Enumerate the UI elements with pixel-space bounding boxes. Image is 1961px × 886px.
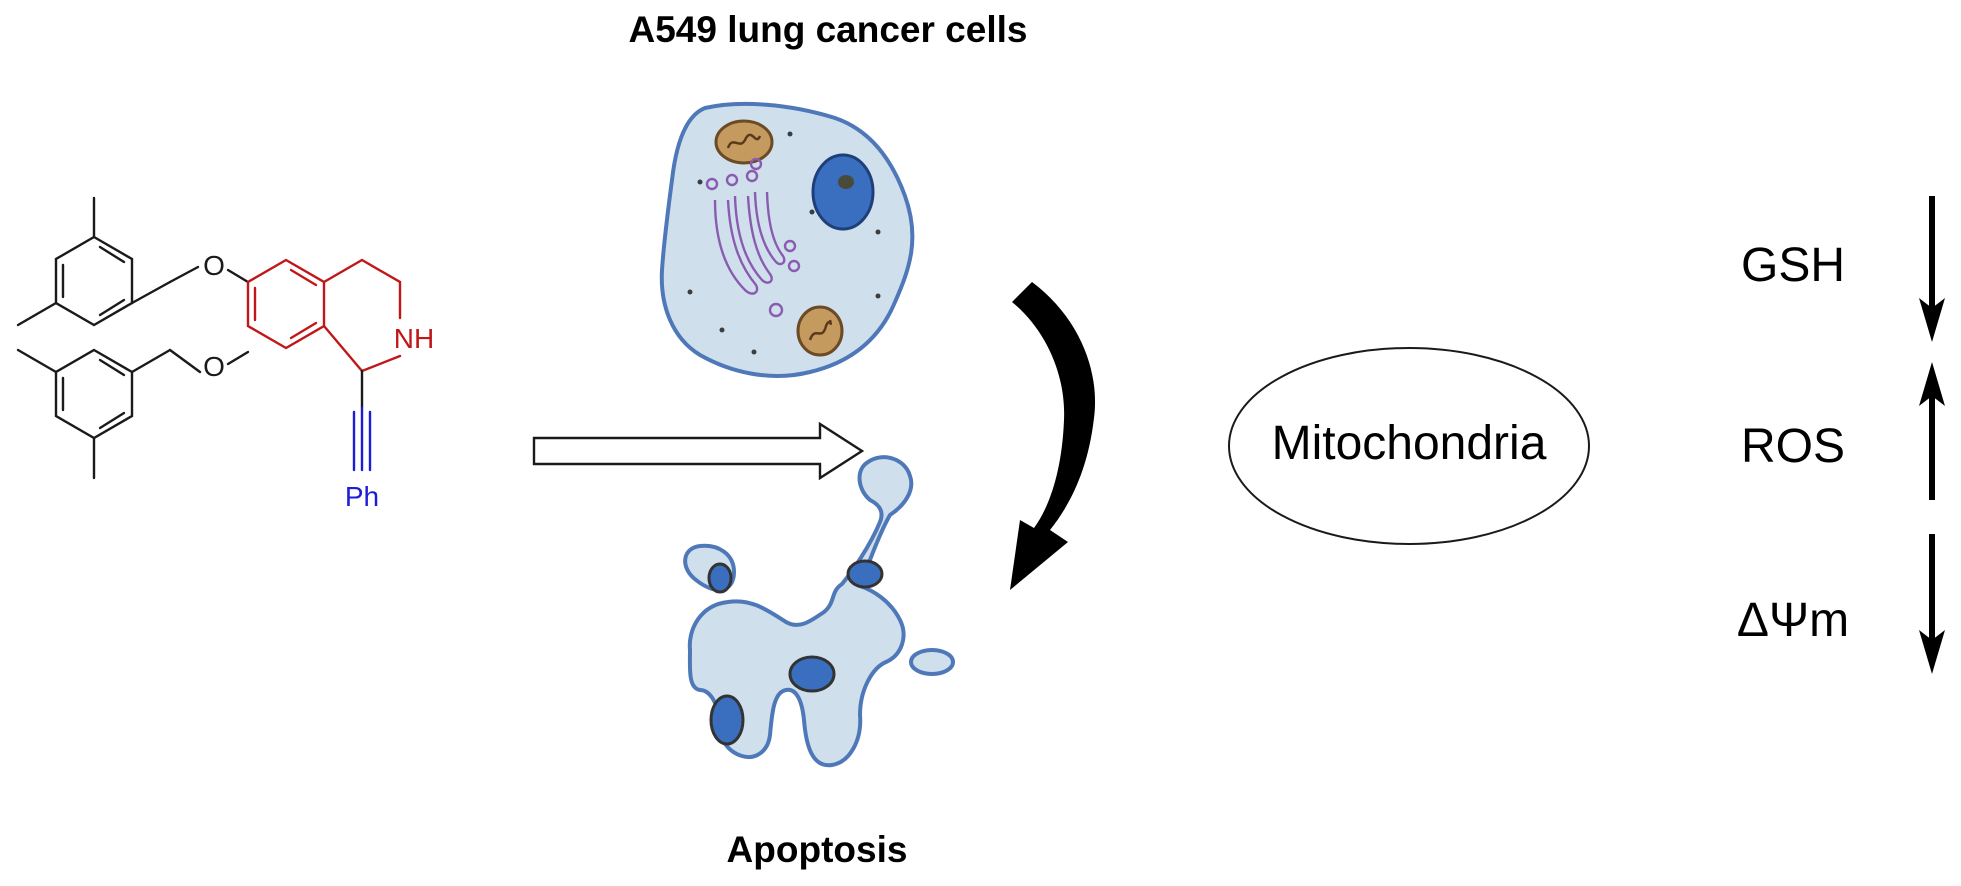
- molecule-structure: O O NH Ph: [16, 196, 434, 512]
- cancer-cell-illustration: [659, 101, 915, 378]
- alkyne-bond: [352, 369, 372, 472]
- nh-atom: NH: [394, 323, 434, 354]
- golgi-apparatus: [705, 157, 801, 318]
- apoptotic-body-main: [687, 455, 914, 768]
- mitochondrion-top: [714, 119, 774, 165]
- lower-dimethylbenzyl-group: [16, 348, 202, 480]
- tetrahydroisoquinoline-core: [246, 258, 402, 373]
- phenyl-label: Ph: [345, 481, 379, 512]
- mitochondria-ellipse: [1228, 347, 1590, 545]
- marker-gsh: GSH: [1741, 196, 1945, 342]
- nucleolus: [838, 175, 854, 189]
- apoptotic-body-small: [909, 648, 955, 676]
- apoptotic-bodies-illustration: [683, 455, 955, 768]
- cytoplasm-granules: [687, 131, 881, 355]
- apoptosis-label: Apoptosis: [727, 829, 908, 870]
- gsh-down-arrow: [1919, 196, 1945, 342]
- curved-arrow: [1010, 282, 1096, 590]
- fragmented-nucleus-2: [788, 655, 836, 693]
- marker-ros: ROS: [1741, 362, 1945, 500]
- treatment-arrow: [532, 421, 865, 481]
- ros-up-arrow: [1919, 362, 1945, 500]
- oxygen-atom-lower: O: [203, 351, 225, 382]
- gsh-label: GSH: [1741, 239, 1845, 292]
- mitochondria-label: Mitochondria: [1272, 417, 1547, 470]
- membrane-potential-down-arrow: [1919, 534, 1945, 674]
- membrane-potential-label: ΔΨm: [1737, 594, 1849, 647]
- marker-membrane-potential: ΔΨm: [1737, 534, 1945, 674]
- cell-membrane: [659, 101, 915, 378]
- upper-dimethylbenzyl-group: [16, 196, 200, 327]
- title-label: A549 lung cancer cells: [629, 9, 1028, 50]
- mitochondrion-bottom: [796, 305, 844, 357]
- fragmented-nucleus-3: [709, 694, 745, 746]
- ros-label: ROS: [1741, 420, 1845, 473]
- fragmented-nucleus-1: [846, 559, 884, 589]
- oxygen-atom-upper: O: [203, 250, 225, 281]
- apoptotic-body-topleft: [683, 543, 737, 594]
- nucleus: [811, 153, 875, 231]
